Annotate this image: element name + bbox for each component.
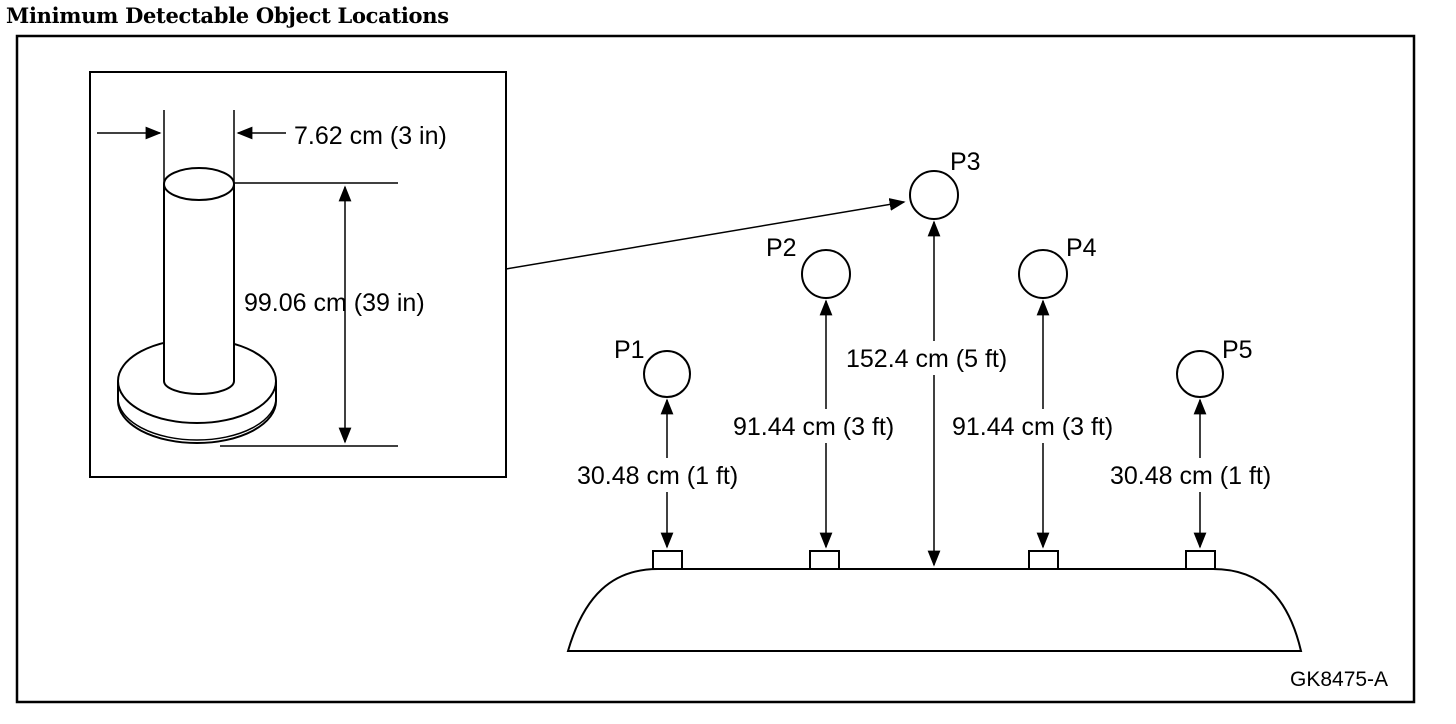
sensor-2	[809, 550, 840, 570]
position-p2-label: P2	[766, 234, 797, 262]
position-p4-marker	[1018, 249, 1068, 299]
sensor-4	[1028, 550, 1059, 570]
position-p3-marker	[909, 170, 959, 220]
test-object-cylinder	[163, 110, 235, 395]
figure-id: GK8475-A	[1290, 668, 1388, 691]
sensor-5	[1185, 550, 1216, 570]
position-p5-marker	[1176, 350, 1224, 398]
p1-distance-label: 30.48 cm (1 ft)	[577, 462, 738, 490]
sensor-1	[652, 550, 683, 570]
position-p4-label: P4	[1066, 234, 1097, 262]
diameter-label: 7.62 cm (3 in)	[294, 122, 447, 150]
position-p1-label: P1	[614, 336, 645, 364]
position-p2-marker	[801, 249, 851, 299]
height-label: 99.06 cm (39 in)	[244, 289, 425, 317]
p2-distance-label: 91.44 cm (3 ft)	[733, 413, 894, 441]
p4-distance-label: 91.44 cm (3 ft)	[952, 413, 1113, 441]
object-inset: 7.62 cm (3 in) 99.06 cm (39 in)	[89, 71, 507, 478]
position-p5-label: P5	[1222, 336, 1253, 364]
height-dimension	[220, 182, 398, 447]
p5-distance-label: 30.48 cm (1 ft)	[1110, 462, 1271, 490]
vehicle-bumper	[566, 568, 1303, 652]
leader-line	[505, 198, 906, 270]
position-p1-marker	[643, 350, 691, 398]
figure-frame	[15, 34, 1416, 704]
page-title: Minimum Detectable Object Locations	[6, 3, 449, 28]
position-p3-label: P3	[950, 148, 981, 176]
p3-distance-label: 152.4 cm (5 ft)	[846, 345, 1007, 373]
